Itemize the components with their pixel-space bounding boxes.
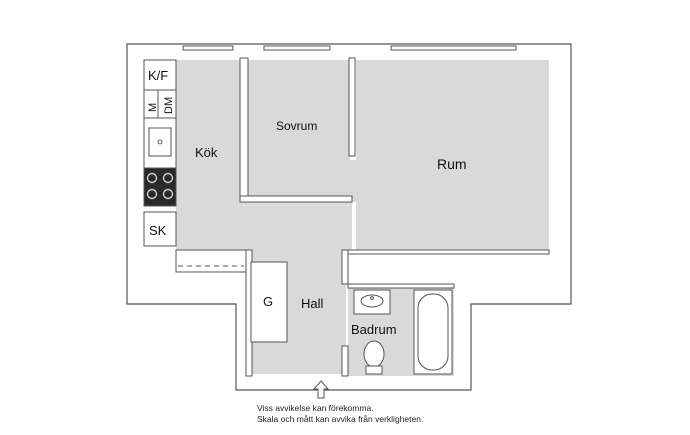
- room-label-rum: Rum: [437, 156, 467, 172]
- room-label-hall: Hall: [301, 296, 324, 311]
- label-kf: K/F: [148, 68, 168, 83]
- disclaimer: Viss avvikelse kan förekomma. Skala och …: [257, 403, 423, 425]
- floor: [176, 60, 549, 376]
- stove-burners: [146, 172, 174, 200]
- stove: [143, 167, 177, 207]
- disclaimer-line-2: Skala och mått kan avvika från verklighe…: [257, 414, 424, 424]
- label-sk: SK: [149, 223, 167, 238]
- storage-cabinet: [143, 211, 177, 247]
- windows: [182, 45, 517, 51]
- toilet-tank: [365, 365, 383, 375]
- room-label-sovrum: Sovrum: [276, 119, 317, 133]
- room-label-badrum: Badrum: [351, 322, 397, 337]
- entrance-arrow-icon: [312, 380, 330, 399]
- toilet-bowl: [363, 340, 385, 368]
- label-m: M: [147, 103, 159, 112]
- bathroom-fixtures: [353, 289, 453, 375]
- label-dm: DM: [163, 97, 175, 114]
- fridge-freezer: [143, 59, 177, 91]
- room-label-kok: Kök: [195, 145, 218, 160]
- kitchen-fixtures: [143, 59, 177, 247]
- bedroom-floor: [248, 60, 350, 198]
- disclaimer-line-1: Viss avvikelse kan förekomma.: [257, 403, 374, 413]
- living-room-floor: [356, 60, 549, 250]
- wardrobe: [250, 261, 288, 343]
- label-g: G: [263, 294, 273, 309]
- interior-walls: [239, 57, 550, 377]
